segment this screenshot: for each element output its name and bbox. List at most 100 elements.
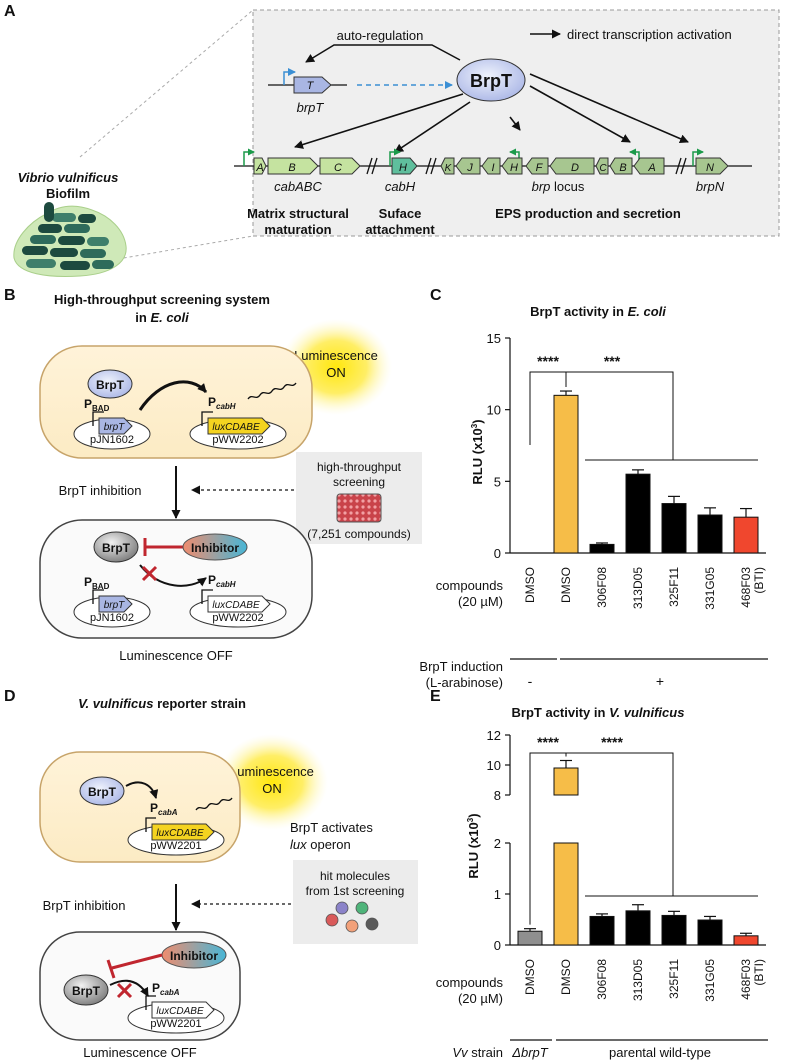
- significance-label: ****: [537, 734, 559, 750]
- zoom-box: [252, 9, 780, 237]
- y-axis-label: RLU (x103): [470, 419, 485, 484]
- brpt-protein: [79, 776, 125, 806]
- luminescence-off-label: Luminescence OFF: [83, 1045, 196, 1060]
- gene-letter: N: [706, 162, 714, 174]
- promoter-label: PBAD: [84, 397, 110, 413]
- bar: [589, 543, 615, 554]
- x-tick-label: 331G05: [703, 959, 717, 1002]
- row-label: (20 µM): [458, 991, 503, 1006]
- row-label: (L-arabinose): [426, 675, 503, 690]
- gene-brpH: [501, 157, 523, 175]
- bar: [733, 516, 759, 554]
- panel-letter: C: [430, 287, 442, 304]
- cabH-label: cabH: [385, 179, 416, 194]
- promoter-arrow: [145, 817, 156, 832]
- plasmid-label: pWW2202: [212, 612, 263, 624]
- luminescence-glow: [216, 734, 328, 830]
- significance-bracket: [566, 752, 674, 896]
- brpt-gene-label: brpT: [297, 100, 325, 115]
- bar: [589, 915, 615, 946]
- panel-title: V. vulnificus reporter strain: [78, 696, 246, 711]
- gene-lux: [151, 823, 215, 841]
- brpt-protein: [93, 531, 139, 563]
- row-label: Vv strain: [452, 1045, 503, 1060]
- inhibition-bar: [106, 959, 116, 979]
- activates-label: lux operon: [290, 837, 351, 852]
- brpt-label: BrpT: [88, 785, 117, 799]
- panel-c: C BrpT activity in E. coli RLU (x103) 05…: [419, 287, 768, 690]
- significance-bracket: [566, 371, 674, 460]
- brpt-label: BrpT: [96, 378, 125, 392]
- activation-arrow: [109, 979, 149, 997]
- gene-label: luxCDABE: [212, 422, 260, 433]
- gene-letter: B: [619, 162, 626, 174]
- inhibitor-label: Inhibitor: [191, 541, 239, 555]
- bar: [661, 914, 687, 946]
- significance-bracket: [529, 371, 567, 445]
- panel-letter: E: [430, 688, 441, 705]
- gene-cabA: [253, 157, 267, 175]
- gene-lux: [207, 595, 271, 613]
- auto-regulation-arrow: [305, 44, 461, 63]
- panel-letter: A: [4, 3, 16, 20]
- y-tick-label: 8: [494, 788, 501, 803]
- promoter-arrow: [92, 411, 104, 426]
- x-tick-label: 331G05: [703, 567, 717, 610]
- significance-label: ***: [604, 353, 621, 369]
- gene-letter: D: [571, 162, 579, 174]
- bar: [553, 842, 579, 946]
- gene-brpK: [440, 157, 455, 175]
- gene-cabC: [319, 157, 361, 175]
- promoter-arrow: [283, 68, 296, 85]
- plasmid-label: pJN1602: [90, 434, 134, 446]
- hit-label: from 1st screening: [306, 884, 405, 898]
- x-tick-label: 325F11: [667, 959, 681, 999]
- y-tick-label: 2: [494, 836, 501, 851]
- x-tick-label: 306F08: [595, 959, 609, 1000]
- bar: [625, 910, 651, 946]
- gene-cabH: [391, 157, 418, 175]
- x-tick-label: DMSO: [559, 959, 573, 995]
- gene-letter: T: [307, 80, 315, 92]
- y-tick-label: 12: [487, 728, 501, 743]
- promoter-label: PBAD: [84, 575, 110, 591]
- x-tick-label: DMSO: [523, 959, 537, 995]
- gene-letter: H: [399, 162, 407, 174]
- function-label: EPS production and secretion: [495, 206, 681, 221]
- gene-label: luxCDABE: [212, 600, 260, 611]
- organism-label: Vibrio vulnificus: [18, 170, 119, 185]
- chart-title: BrpT activity in V. vulnificus: [512, 705, 685, 720]
- gene-brpN: [695, 157, 729, 175]
- panel-letter: B: [4, 287, 16, 304]
- x-tick-label: 313D05: [631, 959, 645, 1001]
- brp-locus-label: brp locus: [532, 179, 585, 194]
- y-tick-label: 5: [494, 474, 501, 489]
- gene-brpD: [549, 157, 595, 175]
- panel-title: High-throughput screening system: [54, 292, 270, 307]
- hts-label: screening: [333, 475, 385, 489]
- promoter-arrow: [201, 589, 213, 604]
- gene-label: luxCDABE: [156, 828, 204, 839]
- activates-label: BrpT activates: [290, 820, 373, 835]
- row-label: (20 µM): [458, 594, 503, 609]
- y-tick-label: 10: [487, 758, 501, 773]
- promoter-label: PcabA: [152, 981, 180, 997]
- bar: [661, 503, 687, 554]
- gene-letter: A: [647, 162, 655, 174]
- brpt-label: BrpT: [72, 984, 101, 998]
- chart-title: BrpT activity in E. coli: [530, 304, 666, 319]
- row-label: BrpT induction: [419, 659, 503, 674]
- panel-e: E BrpT activity in V. vulnificus RLU (x1…: [430, 688, 768, 1060]
- gene-brpt: [98, 417, 133, 435]
- panel-a: A Vibrio vulnificus Biofilm direc: [4, 3, 780, 277]
- inhibitor: [182, 533, 248, 561]
- bar: [517, 930, 543, 946]
- panel-letter: D: [4, 688, 16, 705]
- y-axis-label: RLU (x103): [466, 813, 481, 878]
- gene-letter: C: [334, 162, 342, 174]
- function-label: Matrix structural: [247, 206, 349, 221]
- legend-label: direct transcription activation: [567, 27, 732, 42]
- gene-letter: B: [288, 162, 295, 174]
- genome-breaks: [366, 157, 687, 175]
